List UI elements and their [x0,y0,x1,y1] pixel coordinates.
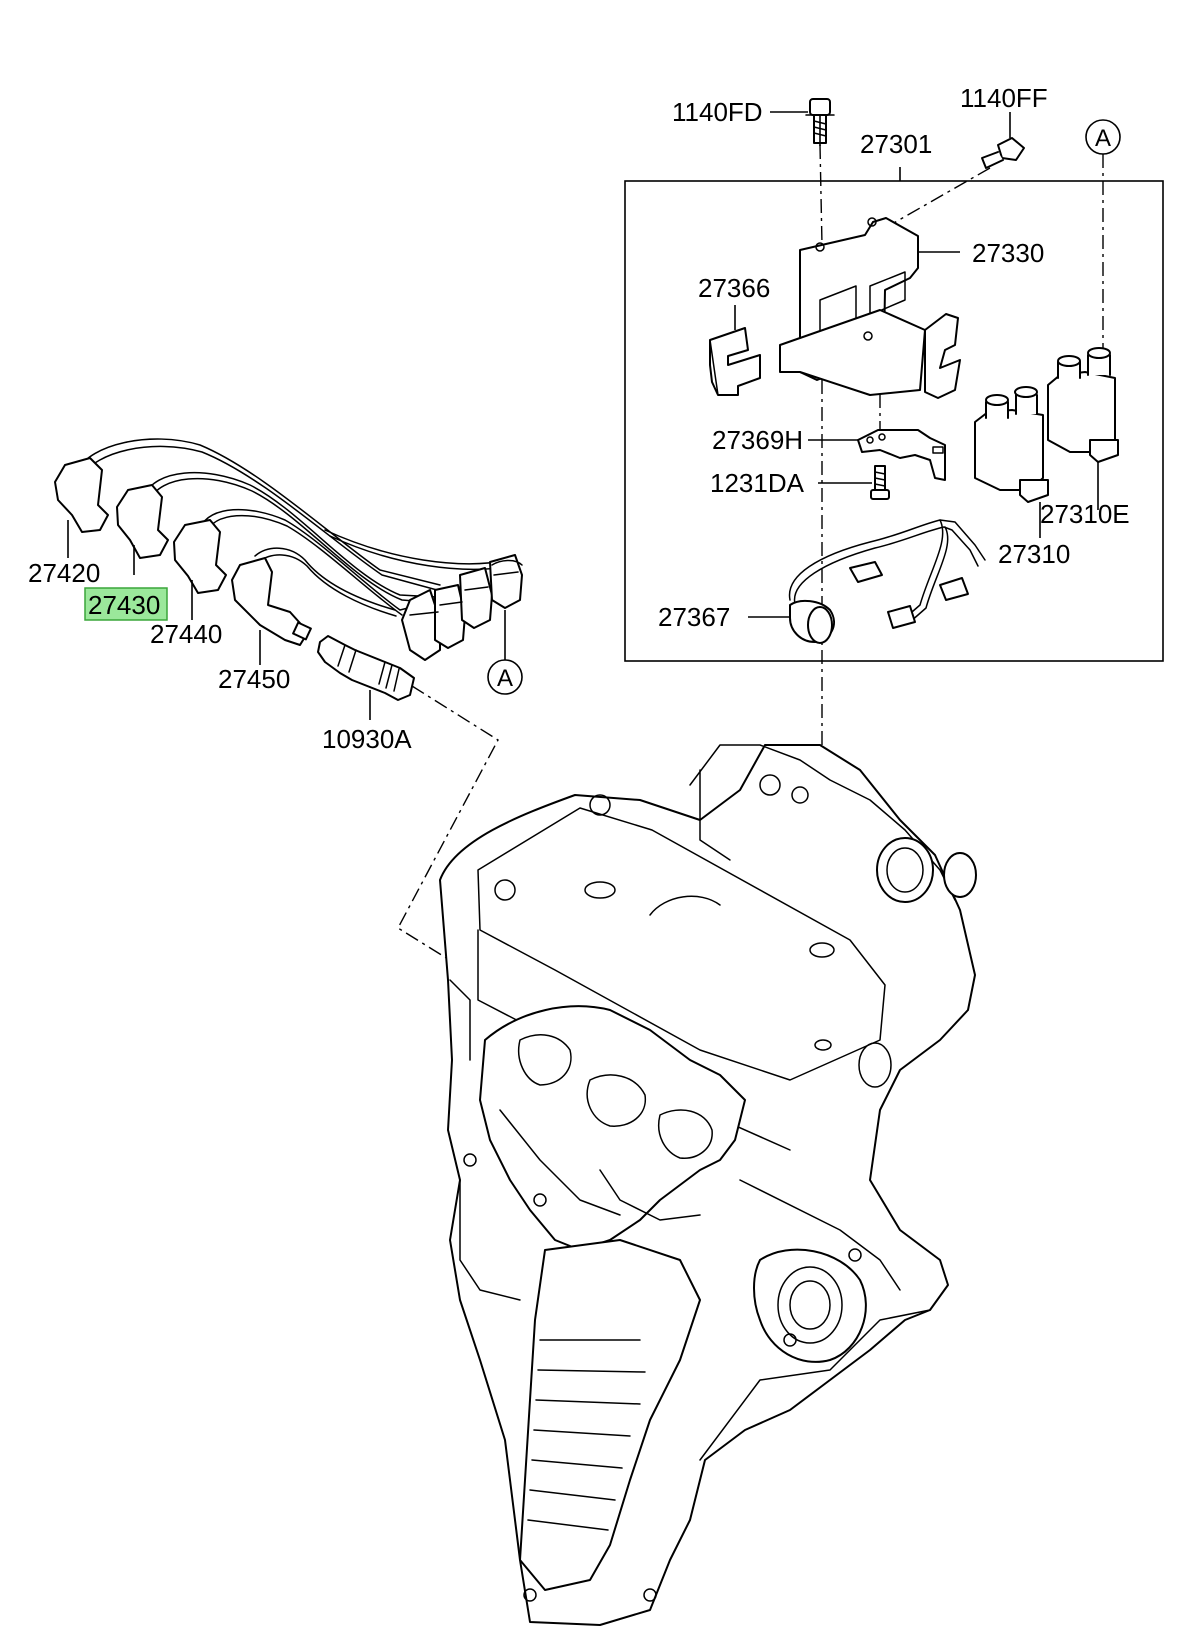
label-27369h: 27369H [712,425,803,455]
label-1140ff: 1140FF [960,83,1048,113]
highlight-27430 [84,587,168,621]
bolt-1231da-icon [818,465,890,500]
reference-a-bottom-label: A [497,665,513,692]
reference-a-bottom: A [487,659,523,695]
bracket-27330 [779,217,961,399]
label-10930a: 10930A [322,724,412,754]
harness-27367 [748,519,986,644]
ignition-cable-set [54,438,523,665]
part-labels: 1140FD 1140FF 27301 27330 27366 27369H 1… [28,83,1130,754]
label-27301: 27301 [860,129,932,159]
label-27330: 27330 [972,238,1044,268]
spark-plug-10930a [317,635,415,720]
label-27450: 27450 [218,664,290,694]
label-1231da: 1231DA [710,468,805,498]
bracket-27366 [709,305,761,396]
bolt-1140ff-icon [981,112,1025,169]
reference-a-top-label: A [1095,125,1111,152]
label-27366: 27366 [698,273,770,303]
label-27367: 27367 [658,602,730,632]
label-27440: 27440 [150,619,222,649]
plug-to-engine-dash [397,685,499,991]
ignition-coil-27310e [1047,347,1119,510]
label-27310e: 27310E [1040,499,1130,529]
bolt-1140fd-icon [770,98,835,144]
coil-assembly-frame [624,167,1164,662]
label-27310: 27310 [998,539,1070,569]
ignition-coil-27310 [974,386,1049,538]
bracket-27369h [808,429,946,481]
label-27430[interactable]: 27430 [88,590,160,620]
engine-illustration [439,744,977,1626]
label-1140fd: 1140FD [672,97,763,127]
reference-a-top: A [1085,119,1121,155]
label-27420: 27420 [28,558,100,588]
